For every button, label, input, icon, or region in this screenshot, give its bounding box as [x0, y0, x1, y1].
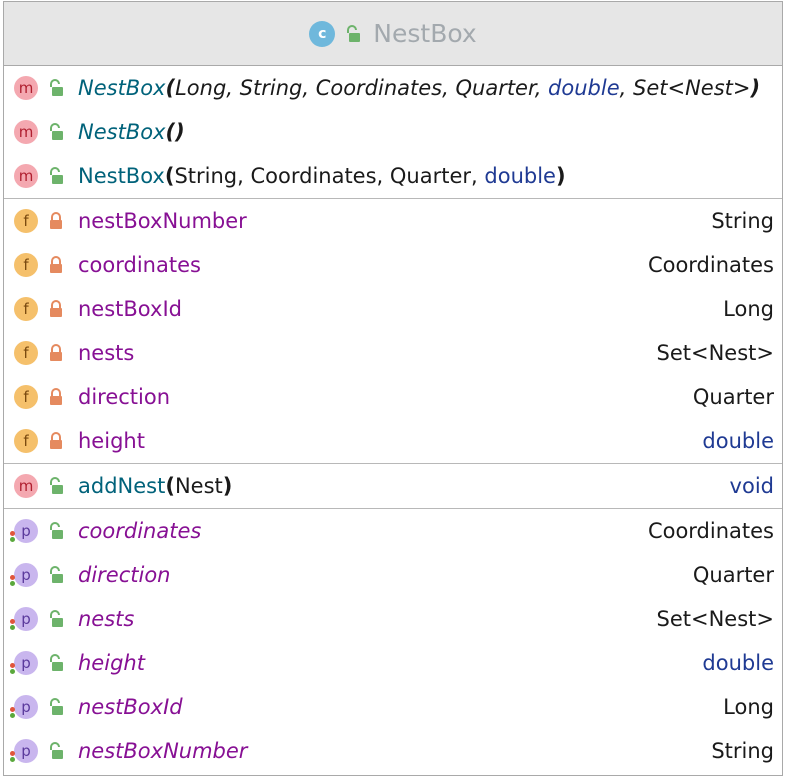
- field-badge-icon: f: [14, 385, 38, 409]
- constructor-signature: NestBox(Long, String, Coordinates, Quart…: [78, 76, 761, 100]
- property-badge-icon: p: [14, 739, 38, 763]
- constructor-row[interactable]: m NestBox(): [4, 110, 782, 154]
- unlocked-icon: [50, 79, 63, 96]
- constructors-section: m NestBox(Long, String, Coordinates, Qua…: [4, 66, 782, 199]
- constructor-signature: NestBox(): [78, 120, 185, 144]
- lock-icon: [50, 432, 62, 449]
- class-name: NestBox: [373, 19, 477, 48]
- field-type: Coordinates: [647, 253, 774, 277]
- property-name: nestBoxId: [78, 695, 183, 719]
- field-type: double: [702, 429, 774, 453]
- field-row[interactable]: f coordinates Coordinates: [4, 243, 782, 287]
- property-type: Coordinates: [647, 519, 774, 543]
- unlocked-icon: [50, 522, 63, 539]
- unlocked-icon: [50, 477, 63, 494]
- field-row[interactable]: f height double: [4, 419, 782, 463]
- constructor-row[interactable]: m NestBox(Long, String, Coordinates, Qua…: [4, 66, 782, 110]
- property-row[interactable]: p nests Set<Nest>: [4, 597, 782, 641]
- lock-icon: [50, 300, 62, 317]
- field-row[interactable]: f nests Set<Nest>: [4, 331, 782, 375]
- unlocked-icon: [50, 742, 63, 759]
- property-badge-icon: p: [14, 651, 38, 675]
- property-row[interactable]: p coordinates Coordinates: [4, 509, 782, 553]
- property-row[interactable]: p height double: [4, 641, 782, 685]
- method-signature: addNest(Nest): [78, 474, 233, 498]
- method-badge-icon: m: [14, 76, 38, 100]
- property-name: height: [78, 651, 145, 675]
- property-type: String: [711, 739, 774, 763]
- property-name: nests: [78, 607, 135, 631]
- method-badge-icon: m: [14, 120, 38, 144]
- field-row[interactable]: f direction Quarter: [4, 375, 782, 419]
- field-type: Set<Nest>: [656, 341, 774, 365]
- lock-icon: [50, 212, 62, 229]
- fields-section: f nestBoxNumber String f coordinates Coo…: [4, 199, 782, 464]
- unlocked-icon: [50, 610, 63, 627]
- property-dots-icon: [10, 751, 16, 763]
- field-name: direction: [78, 385, 171, 409]
- property-dots-icon: [10, 619, 16, 631]
- property-badge-icon: p: [14, 519, 38, 543]
- constructor-row[interactable]: m NestBox(String, Coordinates, Quarter, …: [4, 154, 782, 198]
- property-badge-icon: p: [14, 607, 38, 631]
- field-row[interactable]: f nestBoxId Long: [4, 287, 782, 331]
- class-diagram-box: c NestBox m NestBox(Long, String, Coordi…: [3, 1, 783, 776]
- field-name: coordinates: [78, 253, 201, 277]
- methods-section: m addNest(Nest) void: [4, 464, 782, 509]
- property-name: direction: [78, 563, 171, 587]
- unlocked-icon: [50, 654, 63, 671]
- property-badge-icon: p: [14, 695, 38, 719]
- class-header[interactable]: c NestBox: [4, 2, 782, 66]
- property-name: coordinates: [78, 519, 202, 543]
- field-name: height: [78, 429, 145, 453]
- field-type: String: [711, 209, 774, 233]
- property-dots-icon: [10, 531, 16, 543]
- field-badge-icon: f: [14, 209, 38, 233]
- field-badge-icon: f: [14, 429, 38, 453]
- property-badge: p: [10, 607, 38, 631]
- method-badge-icon: m: [14, 164, 38, 188]
- field-row[interactable]: f nestBoxNumber String: [4, 199, 782, 243]
- property-badge: p: [10, 695, 38, 719]
- property-badge: p: [10, 651, 38, 675]
- property-type: Long: [723, 695, 774, 719]
- unlocked-icon: [347, 24, 361, 42]
- property-dots-icon: [10, 575, 16, 587]
- property-type: Quarter: [692, 563, 774, 587]
- constructor-signature: NestBox(String, Coordinates, Quarter, do…: [78, 164, 566, 188]
- property-dots-icon: [10, 707, 16, 719]
- property-row[interactable]: p nestBoxId Long: [4, 685, 782, 729]
- property-type: Set<Nest>: [656, 607, 774, 631]
- unlocked-icon: [50, 566, 63, 583]
- field-name: nestBoxId: [78, 297, 182, 321]
- field-badge-icon: f: [14, 297, 38, 321]
- unlocked-icon: [50, 123, 63, 140]
- property-badge: p: [10, 563, 38, 587]
- unlocked-icon: [50, 698, 63, 715]
- field-badge-icon: f: [14, 253, 38, 277]
- class-badge-icon: c: [309, 20, 336, 47]
- field-badge-icon: f: [14, 341, 38, 365]
- method-badge-icon: m: [14, 474, 38, 498]
- properties-section: p coordinates Coordinates p direction Qu…: [4, 509, 782, 773]
- field-type: Quarter: [692, 385, 774, 409]
- method-return-type: void: [729, 474, 774, 498]
- lock-icon: [50, 256, 62, 273]
- property-row[interactable]: p nestBoxNumber String: [4, 729, 782, 773]
- lock-icon: [50, 344, 62, 361]
- method-row[interactable]: m addNest(Nest) void: [4, 464, 782, 508]
- lock-icon: [50, 388, 62, 405]
- field-name: nests: [78, 341, 135, 365]
- property-type: double: [702, 651, 774, 675]
- field-name: nestBoxNumber: [78, 209, 247, 233]
- field-type: Long: [723, 297, 774, 321]
- property-row[interactable]: p direction Quarter: [4, 553, 782, 597]
- property-badge-icon: p: [14, 563, 38, 587]
- property-badge: p: [10, 739, 38, 763]
- property-dots-icon: [10, 663, 16, 675]
- property-name: nestBoxNumber: [78, 739, 248, 763]
- unlocked-icon: [50, 167, 63, 184]
- property-badge: p: [10, 519, 38, 543]
